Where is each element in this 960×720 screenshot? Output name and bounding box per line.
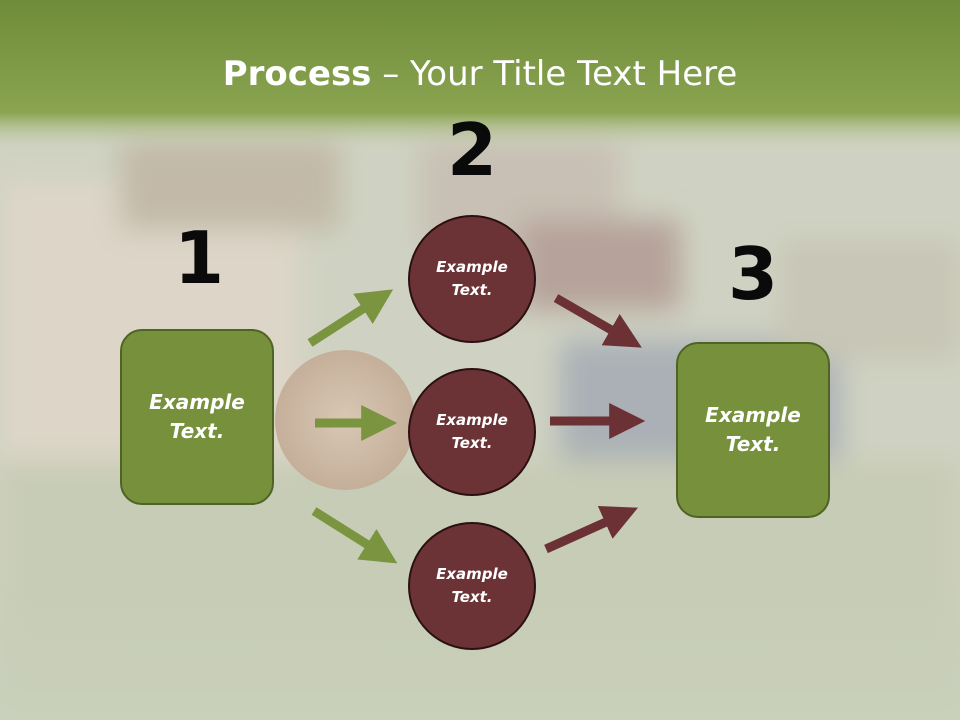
- arrow-2-to-3-bottom: [544, 506, 638, 554]
- step-2-circle-bottom[interactable]: Example Text.: [408, 522, 536, 650]
- step-2-label-bottom: Example Text.: [436, 565, 508, 606]
- step-3-label: Example Text.: [705, 403, 801, 456]
- step-2-circle-top[interactable]: Example Text.: [408, 215, 536, 343]
- arrow-2-to-3-top: [553, 294, 642, 348]
- title-bold: Process: [222, 54, 372, 94]
- step-3-box[interactable]: Example Text.: [676, 342, 830, 518]
- step-2-circle-middle[interactable]: Example Text.: [408, 368, 536, 496]
- arrow-1-to-2-bottom: [311, 507, 398, 564]
- arrow-1-to-2-top: [307, 289, 394, 347]
- step-1-box[interactable]: Example Text.: [120, 329, 274, 505]
- slide-title: Process – Your Title Text Here: [0, 52, 960, 96]
- step-1-number: 1: [173, 216, 225, 300]
- step-3-number: 3: [727, 232, 779, 316]
- step-2-label-middle: Example Text.: [436, 411, 508, 452]
- step-2-label-top: Example Text.: [436, 258, 508, 299]
- step-1-label: Example Text.: [149, 390, 245, 443]
- step-2-number: 2: [446, 108, 498, 192]
- title-rest: – Your Title Text Here: [371, 54, 738, 94]
